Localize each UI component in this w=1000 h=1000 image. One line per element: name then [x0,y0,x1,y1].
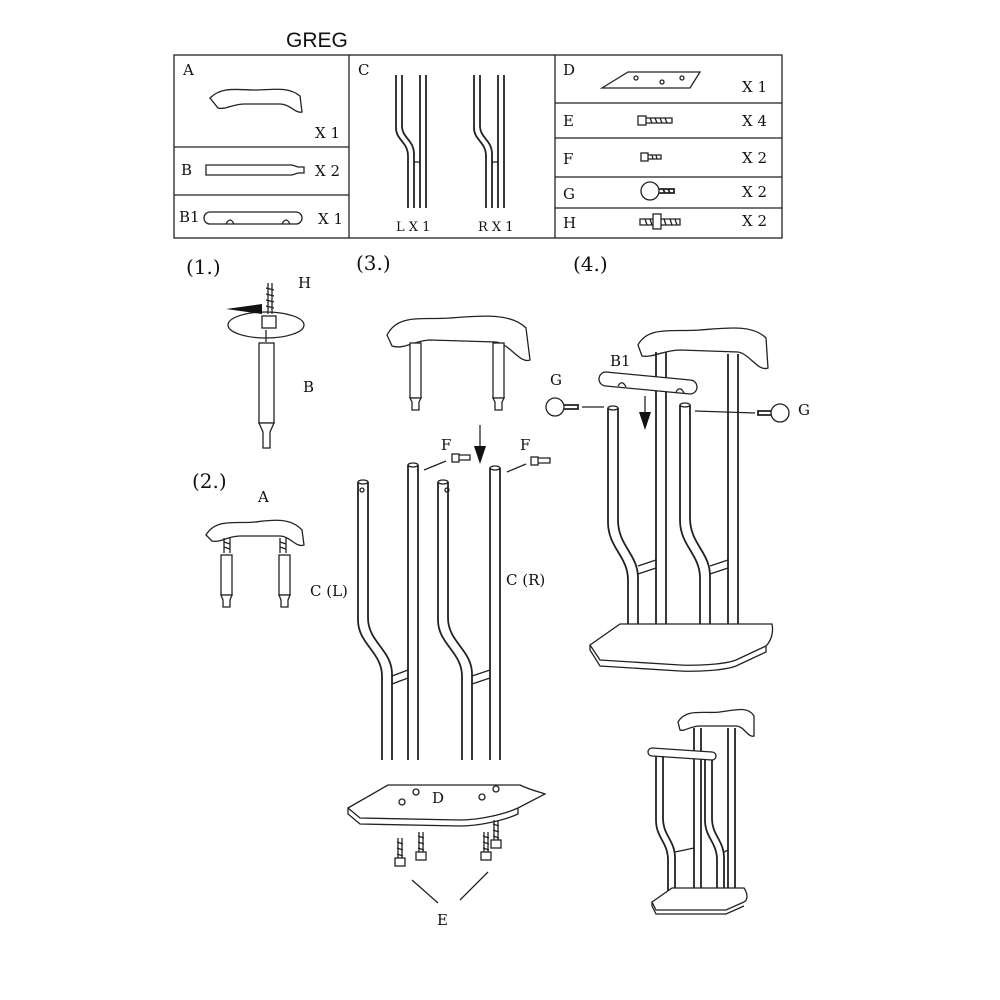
part-h-connector-icon [639,213,681,230]
step-1-label: (1.) [186,255,221,279]
part-c-letter: C [358,61,369,79]
part-g-letter: G [563,185,575,203]
part-g-knob-icon [640,181,675,201]
part-b-letter: B [181,161,192,179]
b1-down-arrow-icon [639,412,651,430]
part-f-row: F X 2 [563,149,767,168]
part-e-row: E X 4 [563,112,767,130]
part-c-left-frame-icon [395,75,427,208]
parts-table [173,54,783,239]
step-1-illustration: H B [226,274,314,449]
step-2-label: (2.) [192,469,227,493]
rotate-arrow-icon [226,304,262,314]
g-knob-right-icon [757,403,790,423]
callout-c-right: C (R) [506,571,545,589]
callout-b: B [303,378,314,396]
part-h-letter: H [563,214,576,232]
part-f-screw-icon [640,152,662,162]
part-d-qty: X 1 [742,78,767,96]
callout-h: H [298,274,311,292]
part-e-screw-icon [637,115,673,126]
part-f-letter: F [563,150,573,168]
callout-g-right: G [798,401,810,419]
part-a-letter: A [182,61,194,79]
part-b-row: B X 2 [181,161,340,180]
e-screws-icon [394,820,502,867]
callout-g-left: G [550,371,562,389]
part-b-qty: X 2 [315,162,340,180]
part-g-row: G X 2 [563,181,767,203]
part-a-headrest-icon [209,88,303,113]
part-b1-row: B1 X 1 [179,208,343,228]
callout-b1: B1 [610,352,631,370]
callout-f-right: F [520,436,530,454]
g-knob-left-icon [545,397,579,417]
callout-a: A [257,488,269,506]
part-f-qty: X 2 [742,149,767,167]
finished-valet-illustration [647,708,755,915]
step-2-illustration: A [205,488,305,608]
f-screw-right-icon [530,456,551,466]
part-c-right-frame-icon [473,75,505,208]
part-d-base-icon [599,71,702,89]
part-b1-letter: B1 [179,208,200,226]
part-b1-qty: X 1 [318,210,343,228]
callout-d: D [432,789,444,807]
callout-e: E [437,911,448,929]
callout-f-left: F [441,436,451,454]
callout-c-left: C (L) [310,582,348,600]
part-d-row: D X 1 [563,61,767,96]
part-g-qty: X 2 [742,183,767,201]
frame-c-left [357,462,419,760]
part-h-row: H X 2 [563,212,767,232]
product-title: GREG [286,29,348,52]
part-e-qty: X 4 [742,112,767,130]
part-c-left-qty: L X 1 [396,220,430,235]
part-a-row: A X 1 [182,61,340,142]
part-e-letter: E [563,112,574,130]
part-b1-crossbar-icon [203,211,303,225]
step-4-label: (4.) [573,252,608,276]
step-4-illustration: B1 G G [545,327,810,672]
step-3-illustration: F F [310,315,551,929]
part-b-dowel-icon [205,164,305,176]
part-d-letter: D [563,61,575,79]
part-c-row: C L X 1 R X 1 [358,61,514,235]
part-h-qty: X 2 [742,212,767,230]
step-3-label: (3.) [356,251,391,275]
down-arrow-icon [474,446,486,464]
f-screw-left-icon [451,453,471,463]
frame-c-right [437,465,501,760]
part-a-qty: X 1 [315,124,340,142]
part-c-right-qty: R X 1 [478,220,514,235]
